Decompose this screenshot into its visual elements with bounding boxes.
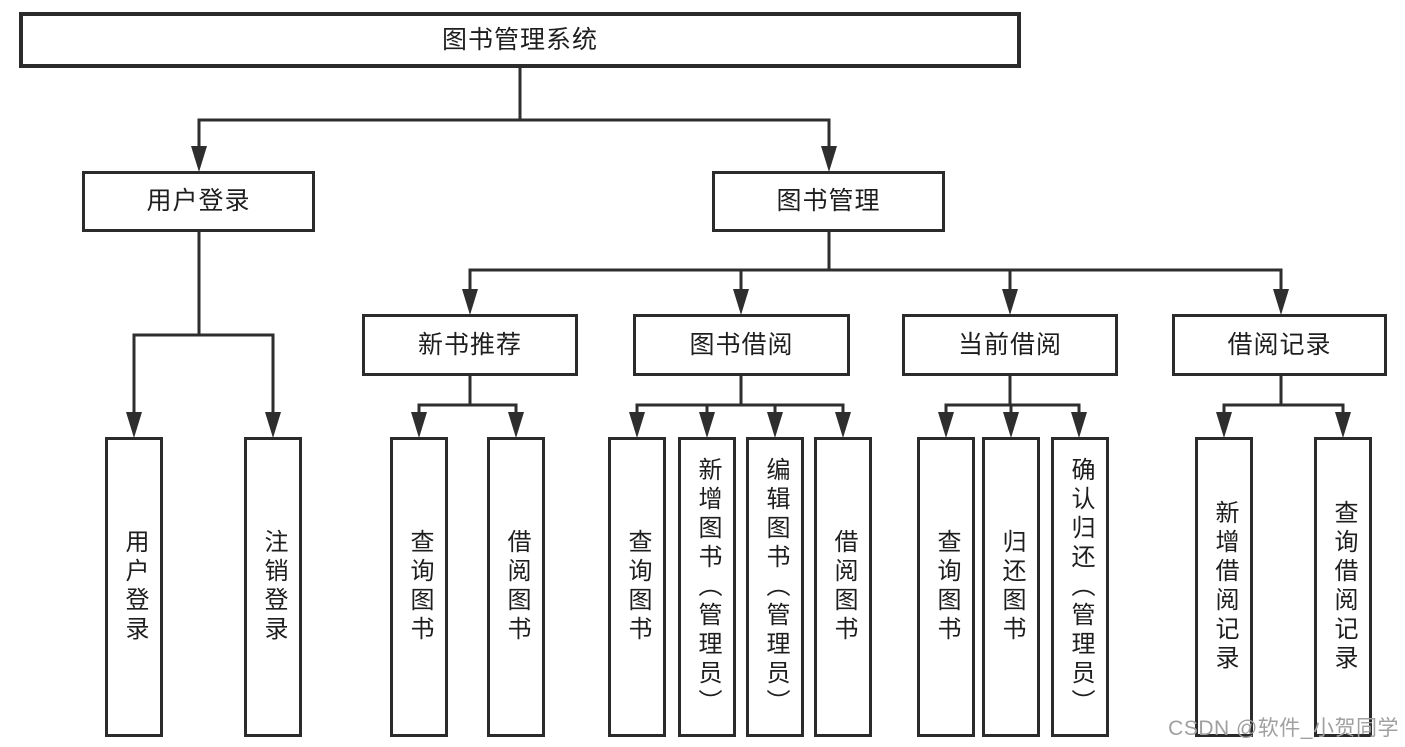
node-current-borrowing: 当前借阅 — [902, 314, 1118, 376]
node-return-books: 归还图书 — [982, 437, 1040, 737]
node-borrow-books-recommend: 借阅图书 — [487, 437, 545, 737]
node-label: 查询图书 — [406, 529, 433, 645]
csdn-watermark: CSDN @软件_小贺同学 — [1168, 717, 1399, 740]
node-label: 查询图书 — [624, 529, 651, 645]
node-query-books-borrowing: 查询图书 — [608, 437, 666, 737]
node-query-books-current: 查询图书 — [917, 437, 975, 737]
node-confirm-return-admin: 确认归还（管理员） — [1051, 437, 1109, 737]
node-book-management: 图书管理 — [712, 171, 945, 232]
node-new-book-recommend: 新书推荐 — [362, 314, 578, 376]
node-label: 确认归还（管理员） — [1067, 456, 1094, 718]
node-edit-books-admin: 编辑图书（管理员） — [746, 437, 804, 737]
node-label: 查询图书 — [933, 529, 960, 645]
node-leaf-user-login: 用户登录 — [105, 437, 163, 737]
node-label: 借阅记录 — [1227, 330, 1332, 359]
node-label: 编辑图书（管理员） — [762, 456, 789, 718]
node-label: 归还图书 — [998, 529, 1025, 645]
node-label: 新书推荐 — [417, 330, 522, 359]
node-label: 注销登录 — [260, 529, 287, 645]
node-label: 查询借阅记录 — [1330, 500, 1357, 674]
node-borrowing-records: 借阅记录 — [1172, 314, 1387, 376]
node-label: 新增借阅记录 — [1211, 500, 1238, 674]
node-label: 新增图书（管理员） — [694, 456, 721, 718]
node-book-management-system: 图书管理系统 — [19, 12, 1021, 68]
node-add-borrow-record: 新增借阅记录 — [1195, 437, 1253, 737]
node-borrow-books-borrowing: 借阅图书 — [814, 437, 872, 737]
node-label: 当前借阅 — [957, 330, 1062, 359]
node-label: 图书借阅 — [689, 330, 794, 359]
node-add-books-admin: 新增图书（管理员） — [678, 437, 736, 737]
node-book-borrowing: 图书借阅 — [633, 314, 850, 376]
node-query-books-recommend: 查询图书 — [390, 437, 448, 737]
node-user-login: 用户登录 — [82, 171, 315, 232]
node-label: 用户登录 — [146, 187, 251, 215]
node-label: 图书管理 — [776, 187, 881, 215]
node-label: 借阅图书 — [830, 529, 857, 645]
node-label: 用户登录 — [121, 529, 148, 645]
node-label: 图书管理系统 — [441, 25, 598, 54]
node-label: 借阅图书 — [503, 529, 530, 645]
node-leaf-logout: 注销登录 — [244, 437, 302, 737]
arrowheads — [126, 146, 1351, 438]
node-query-borrow-record: 查询借阅记录 — [1314, 437, 1372, 737]
